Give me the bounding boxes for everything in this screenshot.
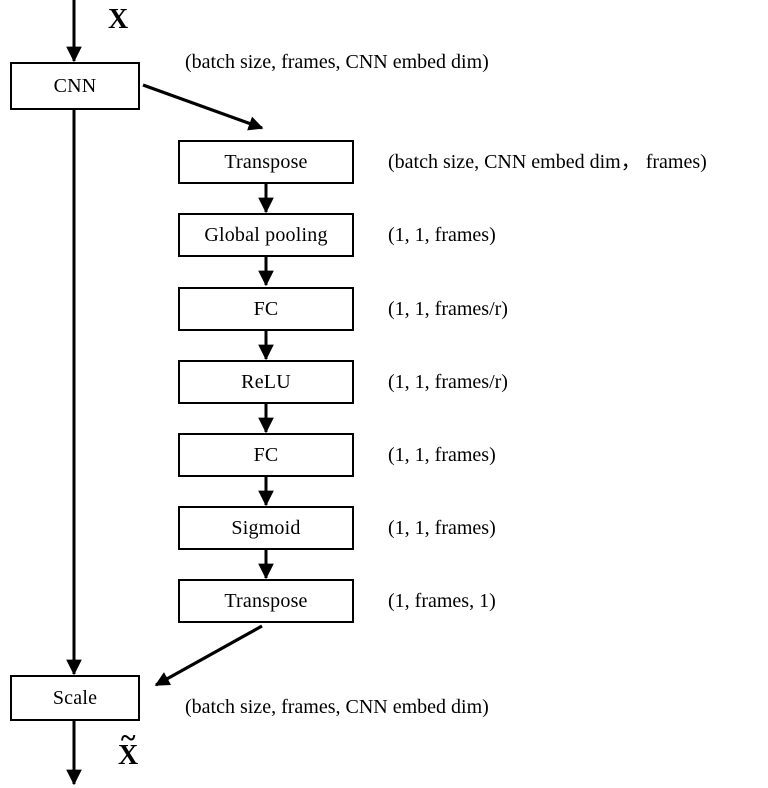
node-global-pooling[interactable]: Global pooling	[178, 213, 354, 257]
edge-cnn-to-branch	[142, 83, 264, 131]
node-transpose-1-label: Transpose	[224, 151, 308, 173]
node-relu-label: ReLU	[241, 371, 291, 393]
node-cnn[interactable]: CNN	[10, 62, 140, 110]
node-cnn-label: CNN	[53, 75, 97, 97]
node-fc-2[interactable]: FC	[178, 433, 354, 477]
shape-label-fc-2: (1, 1, frames)	[388, 444, 496, 466]
edge-branch-to-scale	[154, 624, 263, 687]
node-fc-1-label: FC	[253, 298, 279, 320]
shape-label-cnn-out: (batch size, frames, CNN embed dim)	[185, 51, 489, 73]
node-scale-label: Scale	[52, 687, 98, 709]
node-transpose-1[interactable]: Transpose	[178, 140, 354, 184]
shape-label-fc-1: (1, 1, frames/r)	[388, 298, 508, 320]
tilde-icon: ~	[120, 722, 136, 754]
node-fc-2-label: FC	[253, 444, 279, 466]
shape-label-relu: (1, 1, frames/r)	[388, 371, 508, 393]
node-transpose-2[interactable]: Transpose	[178, 579, 354, 623]
shape-label-scale-out: (batch size, frames, CNN embed dim)	[185, 696, 489, 718]
input-tensor-label: X	[108, 4, 129, 35]
output-tensor-label: ~ X	[118, 724, 139, 771]
shape-label-global-pooling: (1, 1, frames)	[388, 224, 496, 246]
shape-label-transpose-1: (batch size, CNN embed dim， frames)	[388, 151, 707, 173]
shape-label-transpose-2: (1, frames, 1)	[388, 590, 496, 612]
shape-label-sigmoid: (1, 1, frames)	[388, 517, 496, 539]
node-sigmoid-label: Sigmoid	[231, 517, 301, 539]
node-sigmoid[interactable]: Sigmoid	[178, 506, 354, 550]
node-transpose-2-label: Transpose	[224, 590, 308, 612]
output-tensor-letter: X	[118, 740, 139, 771]
node-global-pooling-label: Global pooling	[204, 224, 328, 246]
output-tilde-wrap: ~ X	[118, 724, 139, 771]
node-fc-1[interactable]: FC	[178, 287, 354, 331]
node-scale[interactable]: Scale	[10, 675, 140, 721]
node-relu[interactable]: ReLU	[178, 360, 354, 404]
